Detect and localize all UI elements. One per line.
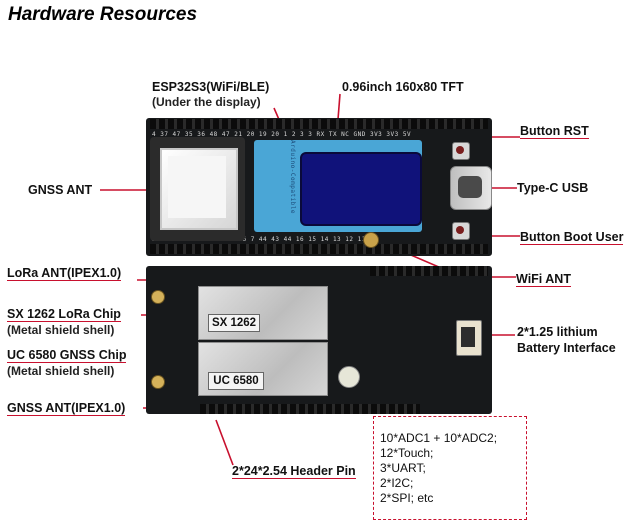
- feature-uart: 3*UART;: [380, 461, 426, 475]
- page-title: Hardware Resources: [8, 4, 198, 25]
- silkscreen-bottom: 39 38 41 40 42 39 1 5 6 7 44 43 44 16 15…: [152, 236, 379, 243]
- label-battery-sub: Battery Interface: [517, 341, 616, 355]
- label-esp32-sub: (Under the display): [152, 95, 261, 109]
- feature-spi: 2*SPI; etc: [380, 491, 434, 505]
- label-uc6580-chip: UC 6580 GNSS Chip: [7, 348, 127, 363]
- label-tft: 0.96inch 160x80 TFT: [342, 80, 464, 94]
- silkscreen-top: 4 37 47 35 36 48 47 21 20 19 20 1 2 3 3 …: [152, 131, 412, 138]
- features-box: 10*ADC1 + 10*ADC2; 12*Touch; 3*UART; 2*I…: [373, 416, 527, 520]
- display-silkscreen: Arduino-Compatible: [289, 140, 296, 215]
- tft-screen: [300, 152, 422, 226]
- buzzer: [338, 366, 360, 388]
- top-pin-row-lower: [150, 244, 488, 254]
- label-sx1262-chip: SX 1262 LoRa Chip: [7, 307, 121, 322]
- usb-c-opening: [458, 176, 482, 198]
- battery-connector-slot: [461, 327, 475, 347]
- label-battery: 2*1.25 lithium: [517, 325, 598, 339]
- feature-touch: 12*Touch;: [380, 446, 434, 460]
- label-uc6580-sub: (Metal shield shell): [7, 364, 115, 378]
- label-button-boot: Button Boot User: [520, 230, 624, 245]
- uc6580-chip-label: UC 6580: [208, 372, 264, 390]
- label-gnss-ant: GNSS ANT: [28, 183, 93, 197]
- label-button-rst: Button RST: [520, 124, 589, 139]
- label-gnss-ipex: GNSS ANT(IPEX1.0): [7, 401, 126, 416]
- feature-adc: 10*ADC1 + 10*ADC2;: [380, 431, 498, 445]
- sx1262-chip-label: SX 1262: [208, 314, 260, 332]
- line-header-pin: [215, 419, 234, 466]
- label-wifi-ant: WiFi ANT: [516, 272, 571, 287]
- button-boot-cap: [456, 226, 464, 234]
- gnss-ipex-connector: [151, 375, 165, 389]
- wifi-antenna-connector: [363, 232, 379, 248]
- lora-ipex-connector: [151, 290, 165, 304]
- button-rst-cap: [456, 146, 464, 154]
- label-esp32: ESP32S3(WiFi/BLE): [152, 80, 270, 94]
- label-header-pin: 2*24*2.54 Header Pin: [232, 464, 356, 479]
- gnss-antenna-pad: [168, 156, 226, 218]
- top-pin-row-upper: [150, 119, 488, 129]
- label-type-c: Type-C USB: [517, 181, 589, 195]
- bottom-pin-row-upper: [370, 266, 488, 276]
- label-sx1262-sub: (Metal shield shell): [7, 323, 115, 337]
- feature-i2c: 2*I2C;: [380, 476, 414, 490]
- bottom-pin-row: [200, 404, 420, 414]
- label-lora-ant: LoRa ANT(IPEX1.0): [7, 266, 122, 281]
